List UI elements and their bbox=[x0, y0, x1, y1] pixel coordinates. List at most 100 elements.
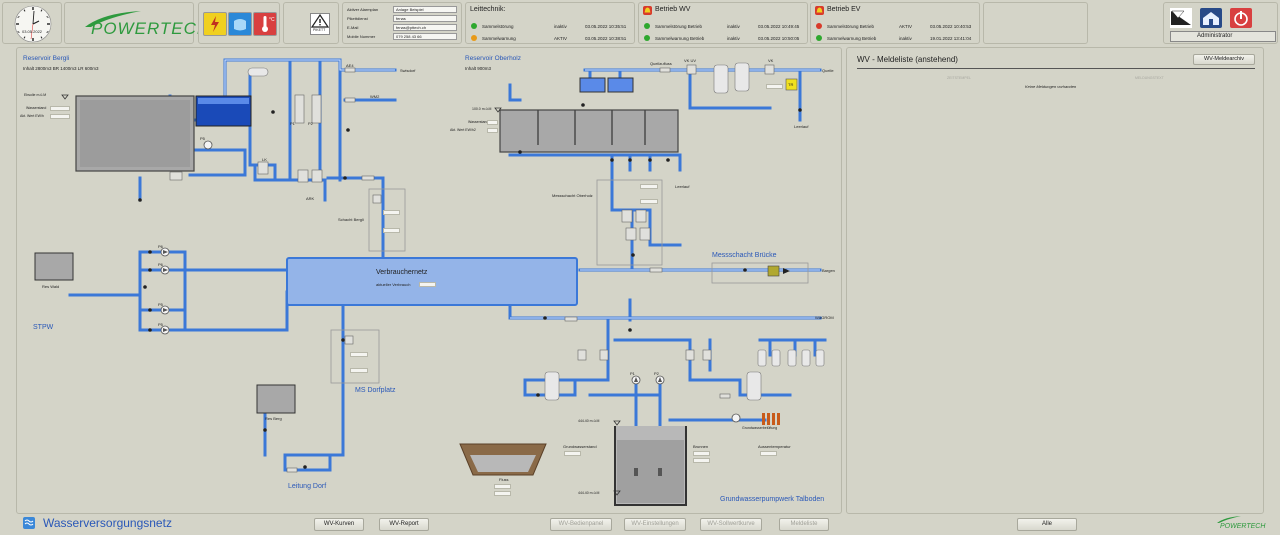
status-dot bbox=[644, 35, 650, 41]
label-bargen: Bargen bbox=[822, 268, 835, 273]
label-res-wald: Res Wald bbox=[42, 284, 60, 289]
meldeliste-panel: WV - Meldeliste (anstehend) WV-Meldearch… bbox=[846, 47, 1264, 514]
messschacht-oberholz-field-2 bbox=[640, 199, 658, 204]
label-p5-a: P5 bbox=[158, 302, 163, 307]
betrieb-ev-title: Betrieb EV bbox=[827, 6, 861, 13]
logo-text: POWERTECH bbox=[91, 19, 211, 38]
fluss-field-2 bbox=[494, 491, 511, 496]
oberholz-quelle-field bbox=[766, 84, 783, 89]
label-aktueller-verbrauch: aktueller Verbrauch bbox=[376, 282, 411, 287]
pikett-icon[interactable]: PIKETT bbox=[310, 13, 330, 35]
footer-logo-text: POWERTECH bbox=[1220, 523, 1266, 530]
column-header-meldungstext[interactable]: MELDUNGSTEXT bbox=[1135, 76, 1164, 80]
alarm-bell-icon bbox=[643, 6, 652, 15]
home-icon[interactable] bbox=[1170, 8, 1192, 28]
label-quellzufluss: Quellzufluss bbox=[650, 61, 672, 66]
clock-icon bbox=[14, 5, 52, 43]
label-wm2: WM2 bbox=[370, 94, 380, 99]
building-icon[interactable] bbox=[1200, 8, 1222, 28]
footer-button-wv-einstellungen[interactable]: WV-Einstellungen bbox=[624, 518, 686, 531]
label-p1-talboden: P1 bbox=[630, 371, 635, 376]
footer-button-wv-report[interactable]: WV-Report bbox=[379, 518, 429, 531]
label-res-berg: Res Berg bbox=[265, 416, 282, 421]
pipes bbox=[68, 58, 827, 472]
pipe-network bbox=[34, 58, 827, 506]
label-brunnen: Brunnen bbox=[693, 444, 709, 449]
label-lk: LK bbox=[262, 157, 267, 162]
status-time: 03.05.2022 10:50:05 bbox=[758, 35, 800, 41]
akt-wert-field bbox=[50, 114, 70, 119]
schacht-bergli-field-1 bbox=[383, 210, 400, 215]
pump-arrows bbox=[163, 250, 662, 382]
label-leitung-dorf: Leitung Dorf bbox=[288, 483, 327, 490]
oberholz-chamber-1 bbox=[579, 77, 606, 93]
label-schacht-bergli: Schacht Bergli bbox=[338, 217, 364, 222]
schacht-bergli-field-2 bbox=[383, 228, 400, 233]
label-vk-uv: VK UV bbox=[684, 58, 697, 63]
tr-box bbox=[785, 78, 798, 91]
verbrauch-field bbox=[419, 282, 436, 287]
messschacht-bruecke-frame bbox=[711, 262, 809, 284]
oberholz-wasserstand-field bbox=[487, 120, 498, 125]
wasser-icon[interactable] bbox=[228, 12, 252, 36]
label-wasserstand-oberholz: Wasserstand bbox=[468, 120, 489, 124]
powertech-swoosh-icon bbox=[85, 11, 141, 27]
label-p1-bergli: P1 bbox=[290, 121, 295, 126]
label-ae4: AE4 bbox=[346, 63, 354, 68]
status-time: 03.05.2022 10:35:51 bbox=[585, 23, 627, 29]
ms-dorfplatz-field-2 bbox=[350, 368, 368, 373]
brunnen-field-1 bbox=[693, 451, 710, 456]
label-stpw: STPW bbox=[33, 324, 54, 331]
label-aussentemperatur: Aussentemperatur bbox=[758, 444, 791, 449]
aussentemperatur-field bbox=[760, 451, 777, 456]
status-status: inaktiv bbox=[727, 23, 740, 29]
contact-value-field: 079 258 43 66 bbox=[393, 33, 457, 40]
label-p2-bergli: P2 bbox=[308, 121, 313, 126]
label-pumpwerk: Grundwasserpumpwerk Talboden bbox=[720, 496, 825, 503]
footer-button-wv-bedienpanel[interactable]: WV-Bedienpanel bbox=[550, 518, 612, 531]
footer-button-wv-sollwertkurve[interactable]: WV-Sollwertkurve bbox=[700, 518, 762, 531]
strom-icon[interactable] bbox=[203, 12, 227, 36]
clock-date: 03.05.2022 bbox=[22, 29, 43, 34]
status-dot bbox=[816, 23, 822, 29]
contact-label: E-Mail bbox=[347, 25, 359, 30]
column-header-zeitstempel[interactable]: ZEITSTEMPEL bbox=[947, 76, 971, 80]
oberholz-akt-wert-field bbox=[487, 128, 498, 133]
power-icon[interactable] bbox=[1230, 8, 1252, 28]
label-wagrom: WAGROM bbox=[815, 315, 834, 320]
label-p5-bergli: P5 bbox=[200, 136, 205, 141]
status-time: 03.05.2022 10:40:53 bbox=[930, 23, 972, 29]
reservoir-oberholz-tank bbox=[499, 109, 679, 153]
status-status: inaktiv bbox=[899, 35, 912, 41]
label-ebsolie: Ebsolie m.ü.M bbox=[24, 93, 47, 97]
contact-label: Mobile Nummer bbox=[347, 34, 376, 39]
contact-value: 079 258 43 66 bbox=[396, 34, 422, 39]
footer-button-meldeliste[interactable]: Meldeliste bbox=[779, 518, 829, 531]
bruecke-arrow bbox=[783, 268, 790, 274]
meters bbox=[169, 64, 775, 473]
meldearchiv-button[interactable]: WV-Meldearchiv bbox=[1193, 54, 1255, 65]
temperatur-icon[interactable]: °C bbox=[253, 12, 277, 36]
label-messschacht-oberholz: Messschacht Oberholz bbox=[552, 193, 593, 198]
label-tr: TR bbox=[788, 82, 794, 87]
footer-button-alle[interactable]: Alle bbox=[1017, 518, 1077, 531]
footer-logo-swoosh-icon bbox=[1217, 516, 1241, 523]
user-panel: Administrator bbox=[1163, 2, 1278, 44]
label-level-talboden-bot: 444.40 m.ü.M bbox=[578, 491, 600, 495]
user-field[interactable]: Administrator bbox=[1170, 31, 1276, 42]
status-text: Sammelstörung Betrieb bbox=[655, 23, 703, 29]
contact-value: Anlage Beispiel bbox=[396, 7, 424, 12]
status-time: 19.01.2022 13:41:04 bbox=[930, 35, 972, 41]
footer-button-wv-kurven[interactable]: WV-Kurven bbox=[314, 518, 364, 531]
level-markers bbox=[61, 94, 621, 496]
reservoir-bergli-subtitle: Inhalt 2800m3 BR 1400m3 LR 600m3 bbox=[23, 66, 99, 71]
empty-header-panel bbox=[983, 2, 1088, 44]
status-status: AKTIV bbox=[554, 35, 568, 41]
contact-value-field: fenas@pttech.ch bbox=[393, 24, 457, 31]
meldeliste-empty-text: Keine Meldungen vorhanden bbox=[1025, 84, 1077, 89]
label-vk: VK bbox=[768, 58, 774, 63]
verbrauchernetz-block bbox=[286, 257, 578, 306]
